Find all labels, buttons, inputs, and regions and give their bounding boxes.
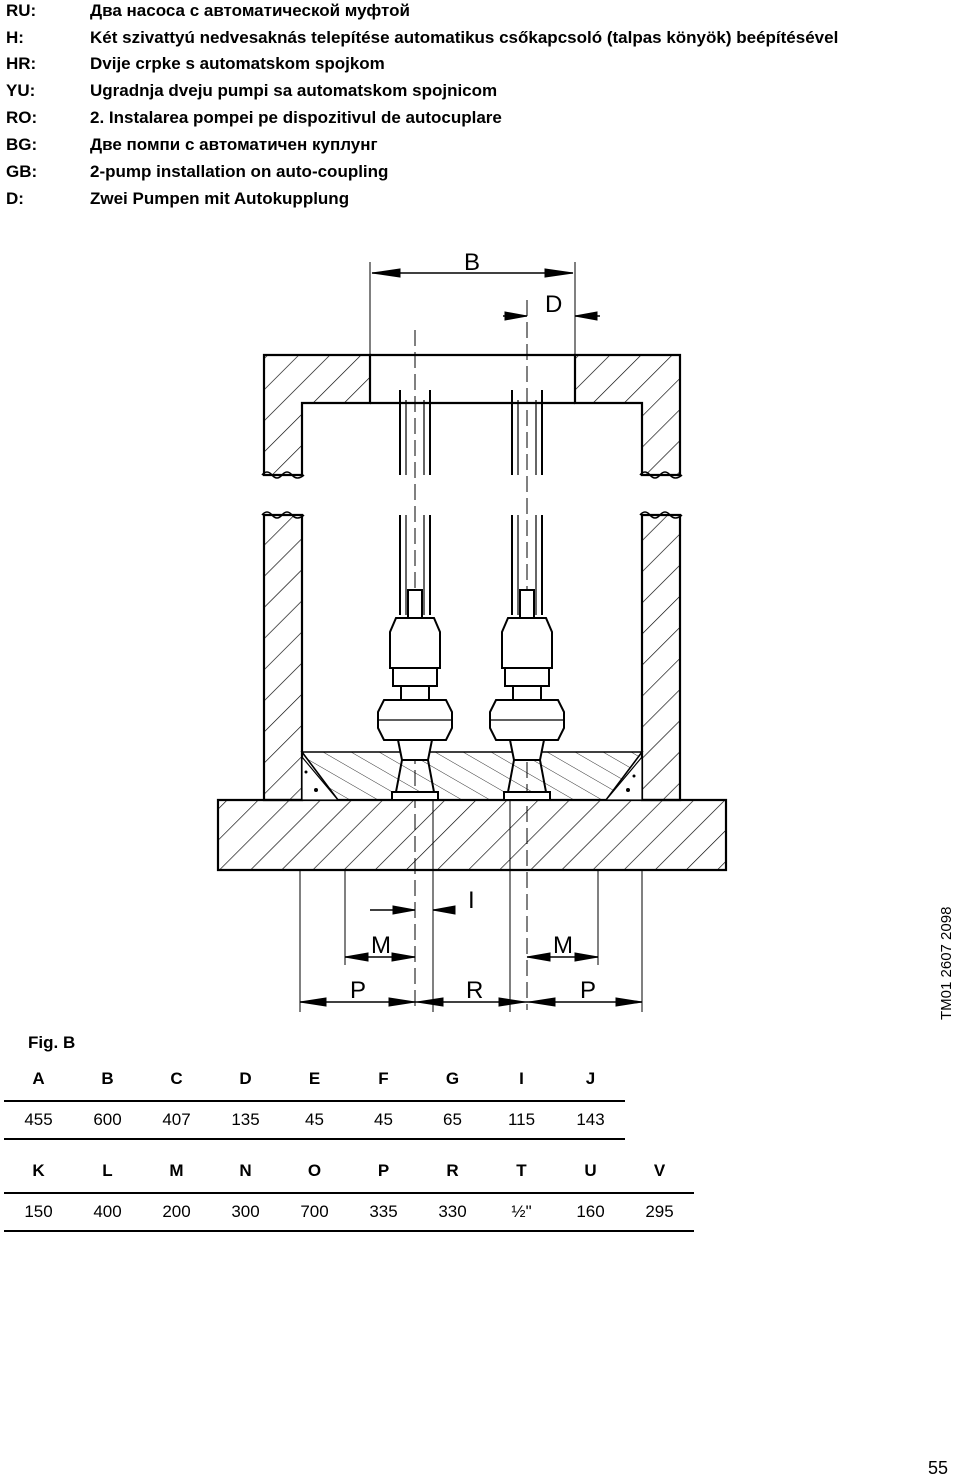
dimension-p-r-p: [299, 997, 643, 1007]
table-header-cell: U: [584, 1161, 597, 1180]
table-cell: 65: [418, 1100, 487, 1140]
language-code: BG:: [6, 135, 38, 154]
dim-label-p-right: P: [580, 977, 596, 1004]
language-text: Два насоса с автоматической муфтой: [90, 1, 410, 20]
pump-left: [377, 589, 453, 801]
dimension-table-1: A B C D E F G I J 455 600 407 135 45 45 …: [4, 1058, 625, 1140]
table-header-cell: P: [377, 1161, 390, 1180]
language-code: GB:: [6, 162, 38, 181]
table-header-cell: L: [102, 1161, 113, 1180]
table-cell: 135: [211, 1100, 280, 1140]
table-cell: 150: [4, 1192, 73, 1232]
table-header-cell: C: [170, 1069, 183, 1088]
table-cell: 400: [73, 1192, 142, 1232]
language-code: HR:: [6, 54, 37, 73]
dimension-i: [370, 905, 456, 915]
table-cell: 45: [349, 1100, 418, 1140]
table-cell: 295: [625, 1192, 694, 1232]
table-header-cell: F: [378, 1069, 389, 1088]
table-header-cell: K: [32, 1161, 45, 1180]
dim-label-d: D: [545, 291, 562, 318]
dim-label-i: I: [468, 887, 475, 914]
language-code: D:: [6, 189, 24, 208]
table-cell: 700: [280, 1192, 349, 1232]
dimension-d: [503, 305, 600, 330]
pump-right: [489, 589, 565, 801]
table-header-cell: R: [446, 1161, 459, 1180]
dim-label-b: B: [464, 249, 480, 276]
language-text: Két szivattyú nedvesaknás telepítése aut…: [90, 28, 839, 47]
table-row: 150 400 200 300 700 335 330 ½" 160 295: [4, 1192, 694, 1232]
table-cell: 115: [487, 1100, 556, 1140]
table-header-cell: E: [308, 1069, 321, 1088]
table-header-cell: T: [516, 1161, 527, 1180]
language-text: 2. Instalarea pompei pe dispozitivul de …: [90, 108, 502, 127]
dimension-table-2: K L M N O P R T U V 150 400 200 300 700 …: [4, 1150, 694, 1232]
language-text: Zwei Pumpen mit Autokupplung: [90, 189, 350, 208]
document-id: TM01 2607 2098: [938, 906, 955, 1020]
figure-label: Fig. B: [28, 1033, 76, 1052]
table-cell: 600: [73, 1100, 142, 1140]
dimension-b: [369, 262, 576, 355]
table-header-cell: I: [519, 1069, 524, 1088]
table-header-row: A B C D E F G I J: [4, 1058, 625, 1101]
table-header-row: K L M N O P R T U V: [4, 1150, 694, 1193]
table-header-cell: A: [32, 1069, 45, 1088]
dim-label-r: R: [466, 977, 483, 1004]
table-cell: 407: [142, 1100, 211, 1140]
table-header-cell: B: [101, 1069, 114, 1088]
table-cell: 335: [349, 1192, 418, 1232]
table-header-cell: J: [585, 1069, 596, 1088]
table-header-cell: M: [169, 1161, 184, 1180]
dim-label-p-left: P: [350, 977, 366, 1004]
table-cell: 45: [280, 1100, 349, 1140]
dim-label-m-right: M: [553, 932, 573, 959]
table-cell: 300: [211, 1192, 280, 1232]
installation-drawing: B D I M M: [216, 249, 728, 1012]
language-text: Ugradnja dveju pumpi sa automatskom spoj…: [90, 81, 498, 100]
table-header-cell: O: [307, 1161, 322, 1180]
language-code: H:: [6, 28, 24, 47]
table-header-cell: D: [239, 1069, 252, 1088]
language-code: RU:: [6, 1, 37, 20]
table-row: 455 600 407 135 45 45 65 115 143: [4, 1100, 625, 1140]
language-code: YU:: [6, 81, 36, 100]
base-slab: [216, 751, 728, 872]
table-cell: 200: [142, 1192, 211, 1232]
language-text: Dvije crpke s automatskom spojkom: [90, 54, 385, 73]
pit-walls: [261, 511, 683, 802]
language-text: 2-pump installation on auto-coupling: [90, 162, 389, 181]
dimension-m: [344, 952, 599, 962]
table-cell: 455: [4, 1100, 73, 1140]
table-cell: 143: [556, 1100, 625, 1140]
table-cell: ½": [487, 1192, 556, 1232]
table-header-cell: N: [239, 1161, 252, 1180]
table-header-cell: V: [653, 1161, 666, 1180]
lower-extension-lines: [299, 800, 643, 1012]
table-cell: 160: [556, 1192, 625, 1232]
language-code: RO:: [6, 108, 38, 127]
table-cell: 330: [418, 1192, 487, 1232]
page-number: 55: [927, 1458, 948, 1478]
dim-label-m-left: M: [371, 932, 391, 959]
cover-slab: [261, 353, 683, 479]
language-text: Две помпи с автоматичен куплунг: [90, 135, 378, 154]
table-header-cell: G: [445, 1069, 460, 1088]
